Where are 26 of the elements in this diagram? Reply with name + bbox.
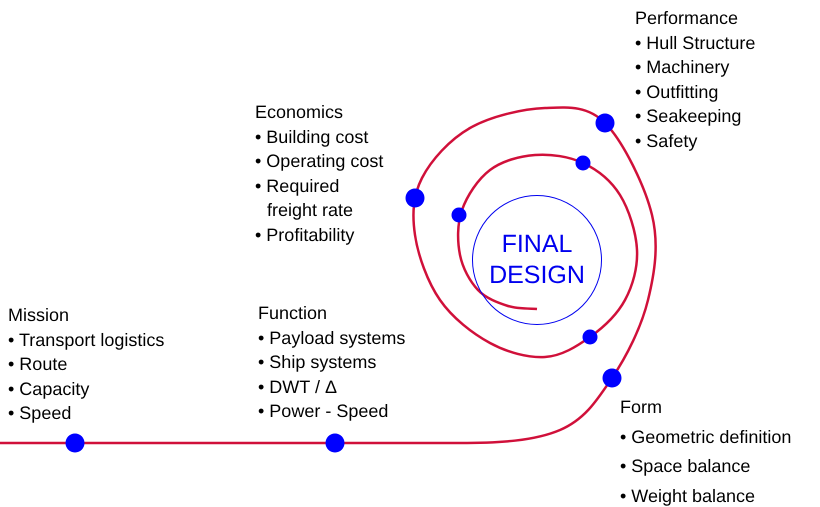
bullet-item: • Operating cost [255,150,384,173]
bullet-item: • Payload systems [258,326,406,350]
section-heading: Mission [8,304,70,327]
section-heading: Function [258,302,328,325]
bullet-item: • Seakeeping [635,105,742,128]
bullet-item: • Profitability [255,224,356,247]
bullet-item: • Safety [635,130,698,153]
bullet-item: • Machinery [635,56,730,79]
bullet-item: • Space balance [620,455,750,478]
bullet-item: • Weight balance [620,484,756,507]
section-heading: Form [620,396,662,419]
bullet-item: • Route [8,353,68,376]
bullet-item: • Capacity [8,378,90,401]
bullet-item: • DWT / Δ [258,376,337,398]
section-heading: Economics [255,101,344,124]
bullet-item: • Required freight rate [255,174,354,222]
section-heading: Performance [635,7,738,30]
bullet-item: • Outfitting [635,80,720,104]
bullet-item: • Geometric definition [620,426,792,448]
bullet-item: • Power - Speed [258,400,388,423]
bullet-item: • Ship systems [258,351,376,374]
bullet-item: • Speed [8,402,72,425]
bullet-item: • Hull Structure [635,32,756,54]
bullet-item: • Transport logistics [8,328,164,352]
design-circle: FINAL DESIGN [472,195,602,325]
bullet-item: • Building cost [255,126,368,149]
